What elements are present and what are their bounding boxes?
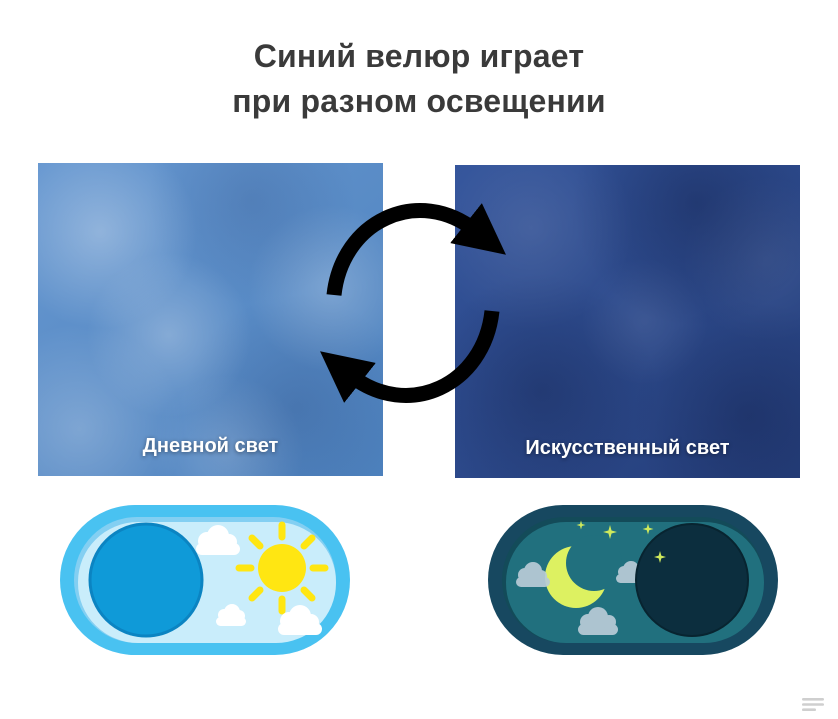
stars-group [576,520,654,539]
day-fabric-swatch: Дневной свет [38,163,383,476]
day-toggle-knob [88,522,204,638]
star-icon [603,525,617,539]
cloud-icon [278,605,322,635]
page-title: Синий велюр играет при разном освещении [0,34,838,125]
star-icon [642,523,654,535]
night-swatch-label: Искусственный свет [525,437,730,459]
night-toggle-knob [635,523,749,637]
night-fabric-swatch: Искусственный свет [455,165,800,478]
night-mode-toggle-illustration [488,505,778,655]
moon-icon [545,535,622,608]
day-swatch-label: Дневной свет [142,435,279,457]
cloud-icon [578,607,618,635]
cycle-arrows-icon [320,203,506,403]
watermark-logo [802,698,824,711]
arrow-top-icon [326,203,506,297]
day-mode-toggle-illustration [60,505,350,655]
arrow-bottom-icon [320,309,500,403]
title-line-2: при разном освещении [232,83,606,120]
title-line-1: Синий велюр играет [253,38,585,74]
cloud-icon [216,604,246,626]
star-icon [576,520,586,530]
cloud-icon [196,525,240,555]
cloud-icon [516,562,550,587]
sun-icon [235,521,329,615]
star-icon [654,551,666,563]
